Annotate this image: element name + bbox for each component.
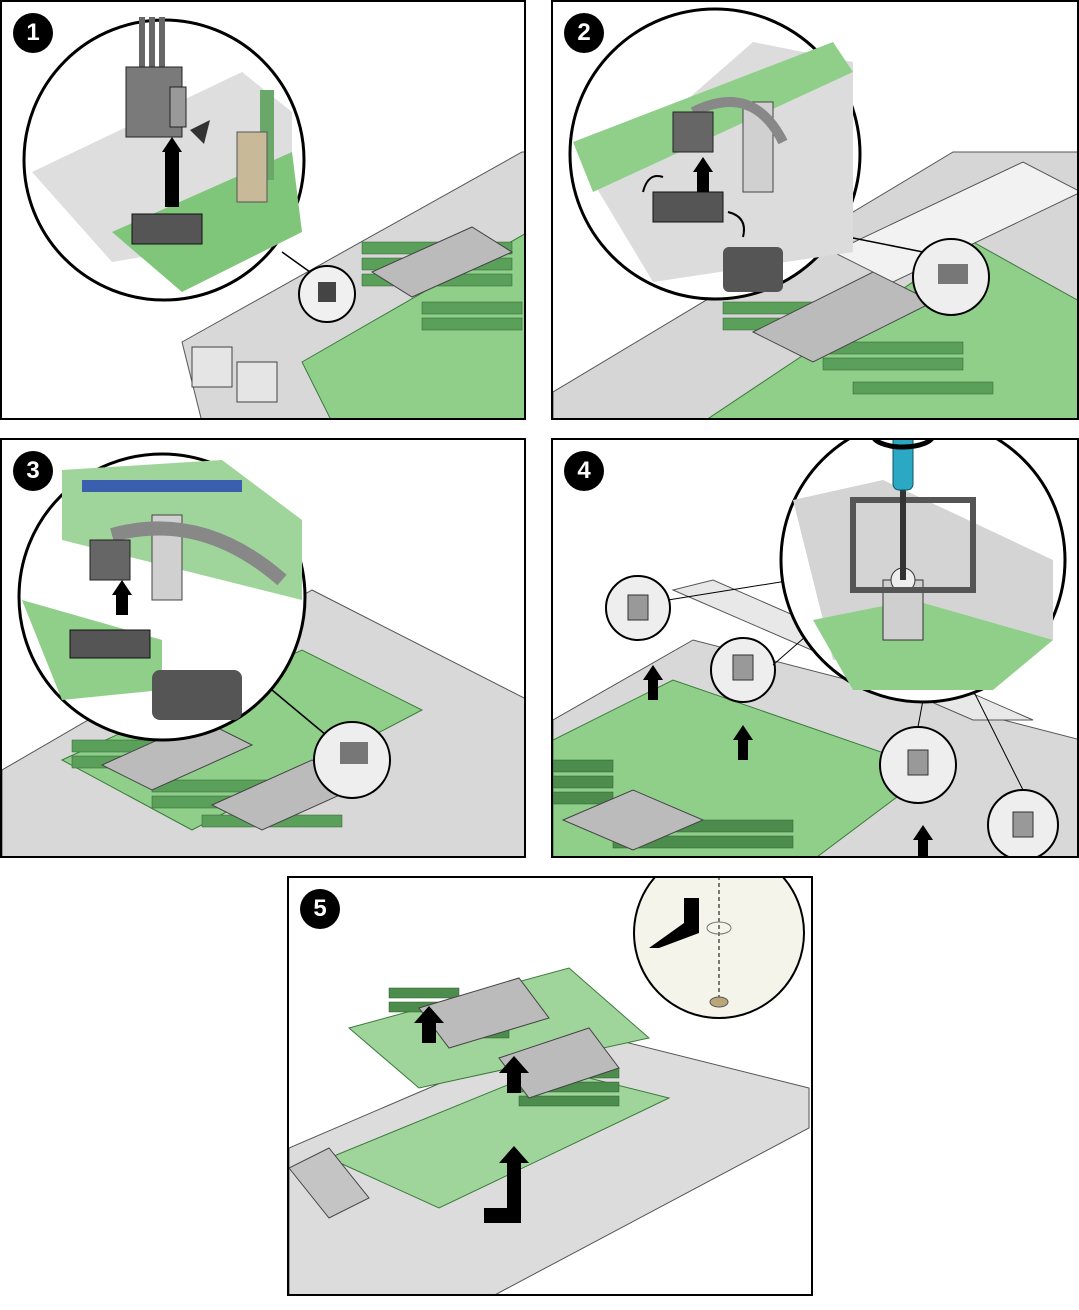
step-number-badge: 5 xyxy=(300,889,340,929)
step-2-panel: 2 xyxy=(551,0,1079,420)
step-1-illustration xyxy=(22,17,524,418)
step-number-badge: 1 xyxy=(13,13,53,53)
step-4-panel: 4 xyxy=(551,438,1079,858)
step-5-panel: 5 xyxy=(287,876,813,1296)
step-3-panel: 3 xyxy=(0,438,526,858)
step-4-illustration xyxy=(553,440,1077,856)
step-3-illustration xyxy=(2,452,524,856)
step-number-badge: 4 xyxy=(564,451,604,491)
step-5-illustration xyxy=(289,878,810,1294)
step-number-badge: 3 xyxy=(13,451,53,491)
step-2-illustration xyxy=(553,7,1077,418)
step-number-badge: 2 xyxy=(564,13,604,53)
step-1-panel: 1 xyxy=(0,0,526,420)
